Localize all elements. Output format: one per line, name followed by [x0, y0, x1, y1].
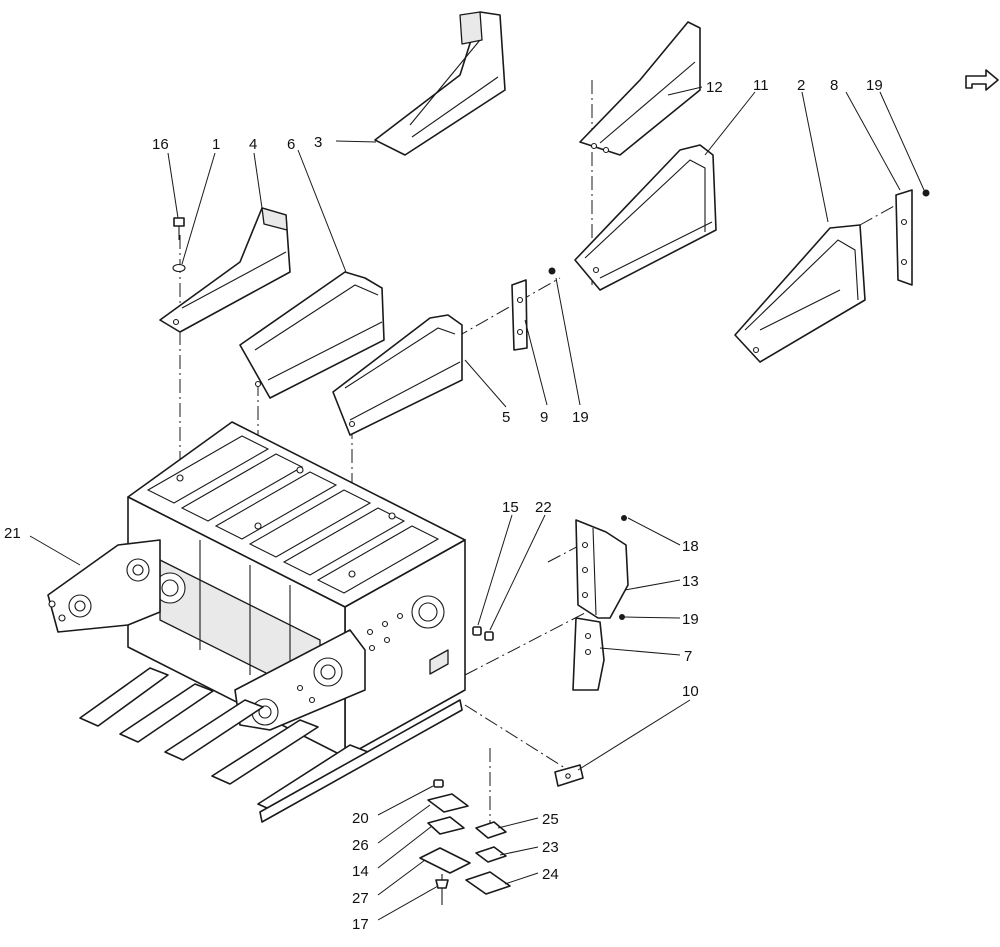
callout-8: 8 [830, 77, 838, 94]
part-13-bracket [575, 519, 629, 619]
small-parts [172, 189, 930, 905]
next-page-arrow-icon[interactable] [965, 69, 999, 91]
callout-19-mid: 19 [572, 409, 589, 426]
leader-lines [29, 86, 925, 921]
callout-19-top: 19 [866, 77, 883, 94]
callout-9: 9 [540, 409, 548, 426]
callout-22: 22 [535, 499, 552, 516]
callout-23: 23 [542, 839, 559, 856]
callout-21: 21 [4, 525, 21, 542]
part-3-bracket [374, 11, 506, 156]
callout-25: 25 [542, 811, 559, 828]
part-6-guard [239, 271, 385, 399]
callout-27: 27 [352, 890, 369, 907]
callout-1: 1 [212, 136, 220, 153]
callout-3: 3 [314, 134, 322, 151]
callout-10: 10 [682, 683, 699, 700]
callout-14: 14 [352, 863, 369, 880]
callout-13: 13 [682, 573, 699, 590]
part-12-bracket [579, 21, 701, 156]
callout-17: 17 [352, 916, 369, 933]
part-4-bracket [159, 207, 291, 333]
part-2-guard [734, 224, 866, 363]
callout-7: 7 [684, 648, 692, 665]
callout-24: 24 [542, 866, 559, 883]
callout-26: 26 [352, 837, 369, 854]
callout-5: 5 [502, 409, 510, 426]
callout-16: 16 [152, 136, 169, 153]
part-7-plate [572, 617, 605, 691]
callout-6: 6 [287, 136, 295, 153]
part-9-plate [511, 279, 528, 351]
callout-20: 20 [352, 810, 369, 827]
callout-19-low: 19 [682, 611, 699, 628]
callout-4: 4 [249, 136, 257, 153]
callout-18: 18 [682, 538, 699, 555]
callout-15: 15 [502, 499, 519, 516]
main-frame [47, 421, 466, 823]
part-11-guard [574, 144, 717, 291]
part-10-clip [554, 764, 584, 787]
callout-12: 12 [706, 79, 723, 96]
part-8-plate [895, 189, 913, 286]
callout-11: 11 [753, 77, 769, 94]
part-5-guard [332, 314, 463, 436]
callouts: 16 1 4 6 3 12 11 2 8 19 5 9 19 21 15 22 … [4, 77, 883, 933]
callout-2: 2 [797, 77, 805, 94]
